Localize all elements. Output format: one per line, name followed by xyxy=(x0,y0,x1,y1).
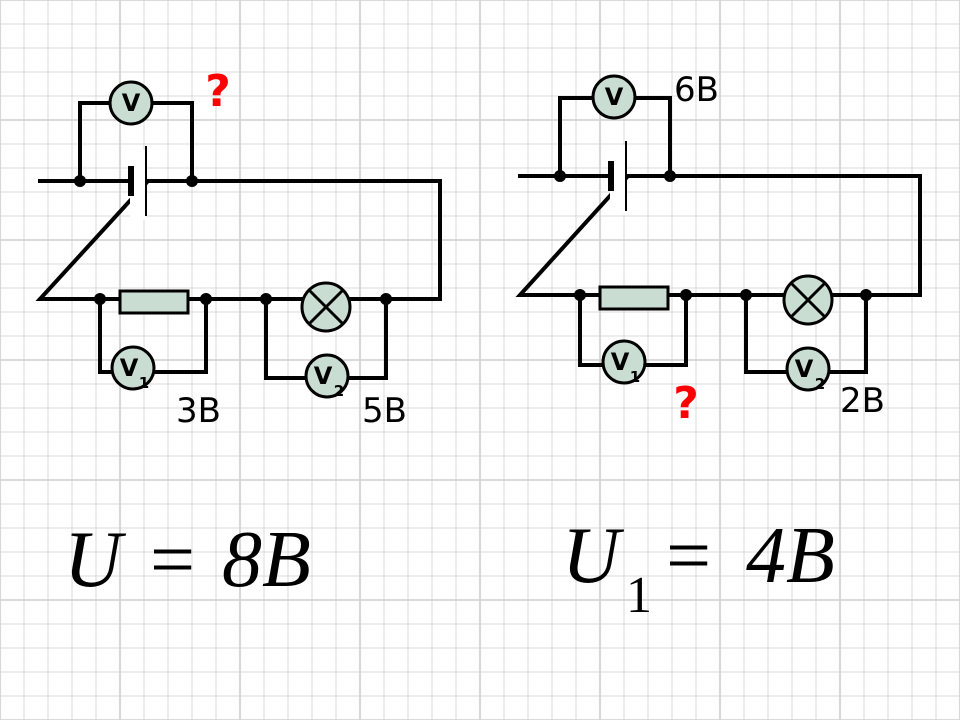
left-voltmeter-2: V 2 xyxy=(304,353,350,400)
left-main-voltmeter-letter: V xyxy=(122,89,141,117)
right-main-voltmeter-letter: V xyxy=(605,83,624,111)
left-lamp xyxy=(300,281,352,333)
left-wires xyxy=(35,101,442,380)
right-lamp xyxy=(782,274,834,326)
right-wires xyxy=(515,96,922,374)
left-formula-value: 8B xyxy=(222,516,311,604)
left-voltmeter-1-letter: V xyxy=(120,354,139,382)
left-voltmeter-1-reading: 3В xyxy=(176,391,221,431)
left-junctions xyxy=(74,175,392,305)
right-formula-value: 4B xyxy=(746,512,835,600)
right-circuit: V 6В V 1 ? V 2 2В xyxy=(515,70,922,429)
right-voltmeter-1-subscript: 1 xyxy=(630,368,640,386)
left-formula-equals: = xyxy=(150,516,195,604)
right-voltmeter-2: V 2 xyxy=(785,346,831,393)
left-main-voltmeter: V xyxy=(108,80,154,126)
left-voltmeter-2-subscript: 2 xyxy=(334,382,344,400)
left-voltmeter-1-subscript: 1 xyxy=(139,374,149,392)
right-voltmeter-1-reading: ? xyxy=(673,378,699,429)
right-resistor xyxy=(598,285,670,311)
left-main-reading: ? xyxy=(205,66,231,117)
right-formula-equals: = xyxy=(666,512,711,600)
right-voltmeter-2-letter: V xyxy=(795,355,814,383)
right-battery xyxy=(608,141,627,215)
left-voltmeter-2-letter: V xyxy=(314,362,333,390)
right-voltmeter-2-reading: 2В xyxy=(840,381,885,421)
right-junctions xyxy=(554,170,872,301)
right-main-reading: 6В xyxy=(674,70,719,110)
left-circuit: V ? V 1 3В V 2 5В xyxy=(35,66,442,431)
right-formula: U 1 = 4B xyxy=(562,512,835,624)
left-formula: U = 8B xyxy=(64,516,311,604)
left-voltmeter-1: V 1 xyxy=(110,345,156,392)
right-main-voltmeter: V xyxy=(591,74,637,120)
right-formula-symbol: U xyxy=(562,512,625,600)
left-resistor xyxy=(118,289,190,315)
right-voltmeter-2-subscript: 2 xyxy=(815,375,825,393)
left-battery xyxy=(128,146,147,220)
right-voltmeter-1-letter: V xyxy=(611,348,630,376)
right-voltmeter-1: V 1 xyxy=(601,339,647,386)
right-formula-subscript: 1 xyxy=(626,567,652,624)
left-voltmeter-2-reading: 5В xyxy=(362,391,407,431)
left-formula-symbol: U xyxy=(64,516,127,604)
